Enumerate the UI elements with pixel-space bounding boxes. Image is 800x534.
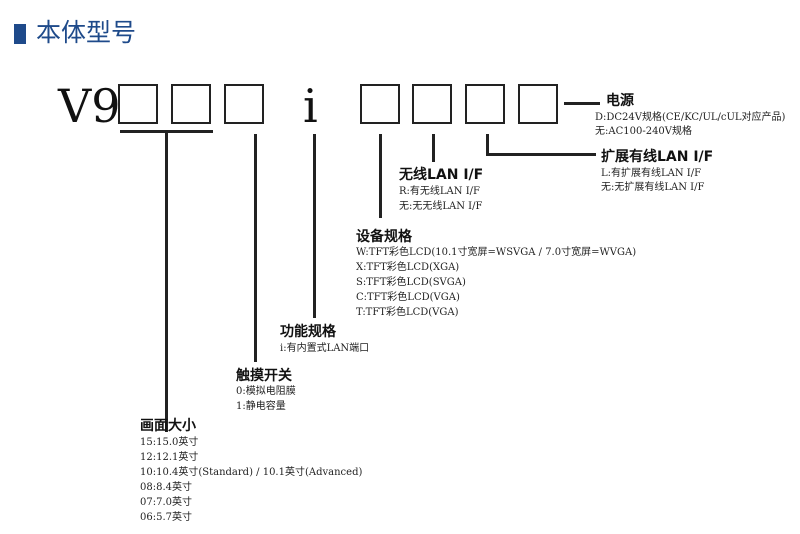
device-spec-leader — [379, 134, 382, 218]
expansion-lan-option-none: 无:无扩展有线LAN I/F — [601, 182, 705, 193]
model-function-letter: i — [303, 79, 318, 133]
screen-size-option-15: 15:15.0英寸 — [140, 437, 199, 448]
wireless-lan-option-r: R:有无线LAN I/F — [399, 186, 480, 197]
wireless-lan-leader — [432, 134, 435, 162]
device-spec-option-t: T:TFT彩色LCD(VGA) — [356, 307, 459, 318]
device-spec-option-c: C:TFT彩色LCD(VGA) — [356, 292, 460, 303]
code-box-touch — [224, 84, 264, 124]
touch-switch-option-1: 1:静电容量 — [236, 401, 286, 412]
title-square-icon — [14, 24, 26, 44]
device-spec-heading: 设备规格 — [356, 229, 412, 245]
page-title: 本体型号 — [36, 18, 137, 47]
function-spec-leader — [313, 134, 316, 318]
screen-size-option-06: 06:5.7英寸 — [140, 512, 192, 523]
expansion-lan-heading: 扩展有线LAN I/F — [601, 149, 714, 165]
code-box-wireless — [412, 84, 452, 124]
function-spec-option-i: i:有内置式LAN端口 — [280, 343, 370, 354]
screen-size-heading: 画面大小 — [140, 418, 196, 434]
code-box-expansion — [465, 84, 505, 124]
expansion-lan-branch — [486, 153, 596, 156]
device-spec-option-s: S:TFT彩色LCD(SVGA) — [356, 277, 466, 288]
power-option-none: 无:AC100-240V规格 — [595, 126, 693, 137]
screen-size-leader — [165, 130, 168, 432]
power-leader — [564, 102, 600, 105]
expansion-lan-leader — [486, 134, 489, 156]
model-prefix: V9 — [58, 79, 121, 133]
touch-switch-heading: 触摸开关 — [236, 368, 292, 384]
screen-size-option-12: 12:12.1英寸 — [140, 452, 199, 463]
power-option-d: D:DC24V规格(CE/KC/UL/cUL对应产品) — [595, 112, 786, 123]
function-spec-heading: 功能规格 — [280, 324, 336, 340]
wireless-lan-heading: 无线LAN I/F — [399, 167, 484, 183]
expansion-lan-option-l: L:有扩展有线LAN I/F — [601, 168, 702, 179]
power-heading: 电源 — [606, 93, 634, 109]
wireless-lan-option-none: 无:无无线LAN I/F — [399, 201, 483, 212]
code-box-power — [518, 84, 558, 124]
screen-size-option-10: 10:10.4英寸(Standard) / 10.1英寸(Advanced) — [140, 467, 363, 478]
device-spec-option-x: X:TFT彩色LCD(XGA) — [356, 262, 460, 273]
code-box-device — [360, 84, 400, 124]
screen-size-option-07: 07:7.0英寸 — [140, 497, 192, 508]
touch-switch-option-0: 0:模拟电阻膜 — [236, 386, 296, 397]
touch-switch-leader — [254, 134, 257, 362]
code-box-screen-2 — [171, 84, 211, 124]
screen-size-option-08: 08:8.4英寸 — [140, 482, 192, 493]
device-spec-option-w: W:TFT彩色LCD(10.1寸宽屏=WSVGA / 7.0寸宽屏=WVGA) — [356, 247, 637, 258]
code-box-screen-1 — [118, 84, 158, 124]
